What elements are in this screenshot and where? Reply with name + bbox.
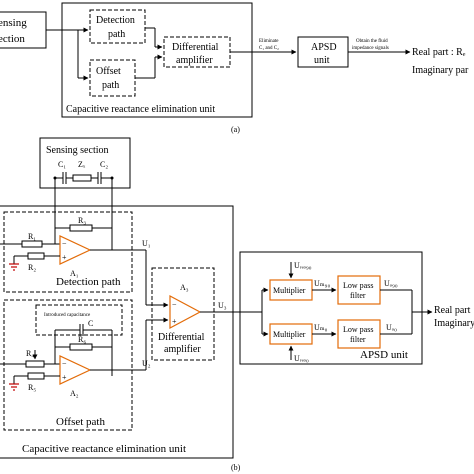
detection-path-box-a [89,9,146,44]
c-label: C [88,319,93,328]
r2-label: R₂ [28,263,36,272]
obtain-label-2: impedance signals [352,46,389,51]
elimination-unit-box-b [0,205,234,459]
diff-amp-box-b [151,267,215,361]
lpf-0-label1: Low pass [343,325,373,334]
u1-label: U₁ [142,239,151,248]
detection-path-label-a1: Detection [96,15,135,26]
u3-label: U₃ [218,301,227,310]
a1-label: A₁ [70,269,79,278]
sensing-section-label: Sensing section [46,145,109,156]
um90-label: Uₘ₉₀ [314,279,330,288]
a3-plus: + [172,317,177,326]
offset-path-label-a2: path [102,80,119,91]
r1-resistor [21,240,43,248]
a2-plus: + [62,373,67,382]
real-part-label-b: Real part [434,305,471,316]
caption-b: (b) [231,463,241,472]
panel-a: ensing ection Capacitive reactance elimi… [0,2,469,134]
uo90-label: Uₒ₉₀ [384,279,398,288]
lpf-0 [337,319,381,349]
offset-path-label-a1: Offset [96,66,121,77]
r4-label: R₄ [26,349,34,358]
a2-minus: − [62,359,67,368]
opamp-a1 [59,235,92,265]
c1-label: C₁ [58,160,66,169]
real-part-label-a: Real part : Rₑ [412,47,466,58]
apsd-label-a2: unit [314,55,330,66]
r3-resistor [69,224,93,232]
zx-label: Zₓ [78,160,86,169]
imag-part-label-b: Imaginary [434,318,474,329]
sensing-label-a1: ensing [0,17,27,29]
opamp-a2 [59,355,92,385]
detection-path-label-a2: path [108,29,125,40]
r6-resistor [69,343,93,351]
imag-part-label-a: Imaginary par [412,65,469,76]
r4-resistor [25,360,45,368]
detection-path-box-b [3,211,133,293]
apsd-label-a1: APSD [311,42,337,53]
lpf-0-label2: filter [350,335,366,344]
r2-resistor [27,252,45,260]
obtain-label-1: Obtain the fluid [356,39,388,44]
a1-minus: − [62,239,67,248]
offset-path-label-b: Offset path [56,416,105,428]
elimination-unit-label-a: Capacitive reactance elimination unit [66,104,215,115]
c2-label: C₂ [100,160,108,169]
r1-label: R₁ [28,232,36,241]
caption-a: (a) [231,125,240,134]
uref90-label: Uᵣₑₒ₉₀ [294,261,312,270]
lpf-90-label2: filter [350,291,366,300]
diff-amp-label-b2: amplifier [164,344,201,355]
r6-label: R₆ [78,335,86,344]
uref0-label: Uᵣₑₒ₀ [294,354,309,363]
apsd-unit-label-b: APSD unit [360,349,408,361]
diff-amp-label-a2: amplifier [176,55,213,66]
diff-amp-label-a1: Differential [172,42,219,53]
eliminate-label-1: Eliminate [259,39,279,44]
a1-plus: + [62,253,67,262]
elimination-unit-label-b: Capacitive reactance elimination unit [22,443,186,455]
zx-resistor [72,174,92,182]
opamp-a3 [169,295,202,329]
r3-label: R₃ [78,216,86,225]
multiplier-90-label: Multiplier [273,286,306,295]
uo0-label: Uₒ₀ [386,323,397,332]
apsd-box-b [239,251,423,365]
introduced-cap-box [35,304,123,336]
r5-resistor [27,372,45,380]
lpf-90-label1: Low pass [343,281,373,290]
r5-label: R₅ [28,383,36,392]
introduced-cap-label: Introduced capacitance [44,313,91,318]
panel-b: Sensing section C₁ Zₓ C₂ Capacitive reac… [0,137,474,472]
detection-path-label-b: Detection path [56,276,121,288]
lpf-90 [337,275,381,305]
um0-label: Uₘ₀ [314,323,328,332]
a2-label: A₂ [70,389,79,398]
a3-label: A₃ [180,283,189,292]
offset-path-box-b [3,299,133,431]
a3-minus: − [172,300,177,309]
sensing-label-a2: ection [0,33,25,45]
multiplier-0-label: Multiplier [273,330,306,339]
eliminate-label-2: C₁ and C₂ [259,46,279,51]
diff-amp-label-b1: Differential [158,332,205,343]
